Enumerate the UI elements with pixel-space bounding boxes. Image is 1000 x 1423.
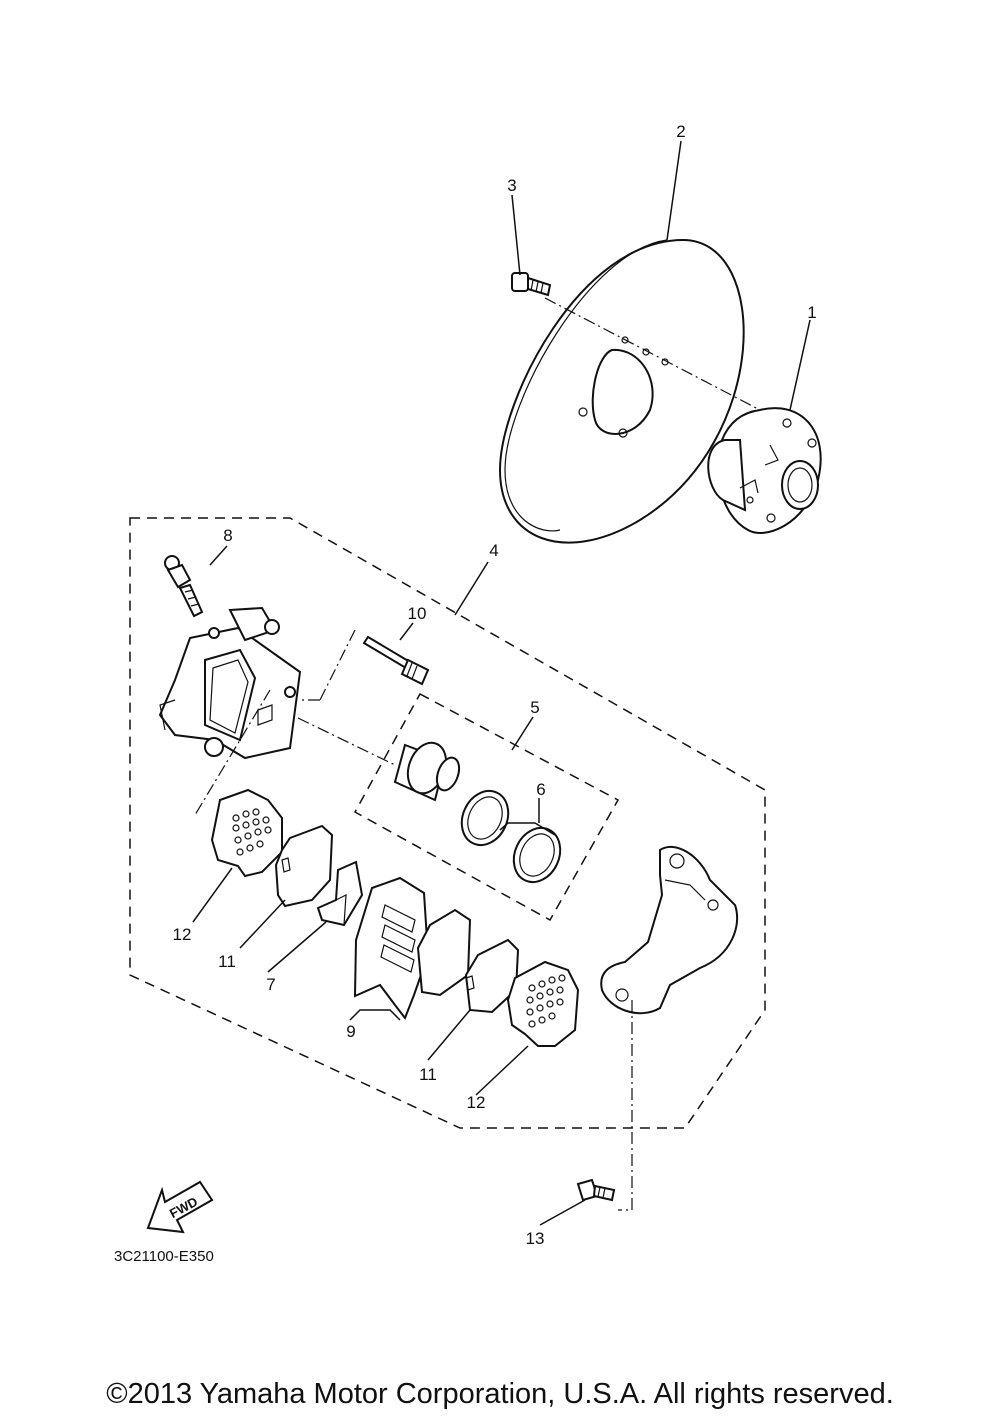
callout-hub: 1	[807, 303, 816, 322]
pad-spring	[316, 860, 364, 927]
callout-pad-left: 11	[218, 952, 236, 971]
bracket-bolt	[576, 1178, 616, 1202]
drawing-code: 3C21100-E350	[114, 1248, 214, 1265]
callout-pad-support: 9	[346, 1022, 355, 1041]
copyright-notice: ©2013 Yamaha Motor Corporation, U.S.A. A…	[106, 1378, 894, 1410]
pad-shim-right	[506, 960, 580, 1047]
piston-seal-boundary	[353, 692, 620, 922]
wheel-hub	[707, 407, 822, 534]
forward-arrow-icon: FWD	[146, 1180, 214, 1234]
guide-pin	[362, 635, 430, 686]
callout-seal-kit: 6	[536, 780, 545, 799]
brake-disc	[498, 238, 745, 544]
callout-pad-right: 11	[419, 1065, 437, 1084]
callout-disc: 2	[676, 122, 685, 141]
pad-shim-left	[210, 788, 283, 878]
callout-shim-right: 12	[467, 1093, 486, 1112]
callout-caliper-assembly: 4	[489, 541, 498, 560]
piston-seals	[460, 789, 562, 884]
brake-pad-right	[416, 908, 520, 1014]
disc-bolt	[511, 272, 552, 297]
callout-guide-pin: 10	[408, 604, 427, 623]
callout-disc-bolt: 3	[507, 176, 516, 195]
bleed-screw	[164, 555, 204, 618]
callout-bleed-screw: 8	[223, 526, 232, 545]
pad-support	[353, 876, 430, 1021]
callout-bracket-bolt: 13	[526, 1229, 545, 1248]
callout-shim-left: 12	[173, 925, 192, 944]
callout-pad-spring: 7	[266, 975, 275, 994]
caliper-bracket	[600, 845, 739, 1015]
brake-pad-left	[274, 824, 334, 908]
brake-caliper	[158, 606, 302, 760]
caliper-assembly-boundary	[129, 517, 766, 1129]
caliper-piston	[393, 741, 461, 802]
callout-piston-kit: 5	[530, 698, 539, 717]
